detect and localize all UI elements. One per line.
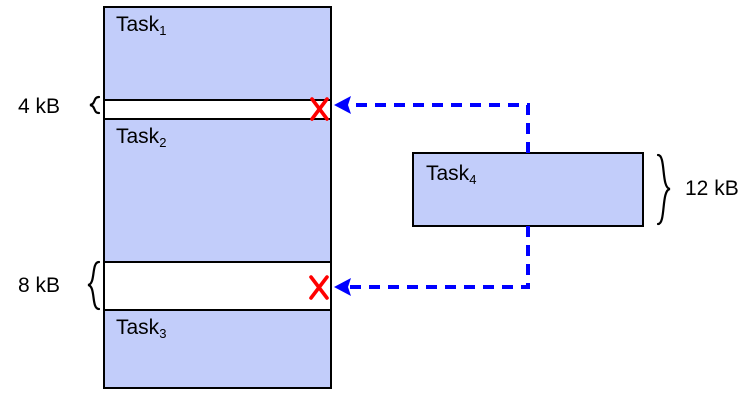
task3-label: Task3 (116, 316, 167, 341)
memory-hole-4kb (103, 99, 332, 120)
memory-block-task1 (103, 6, 332, 101)
size-label-4kb: 4 kB (18, 95, 61, 118)
task1-label: Task1 (116, 13, 167, 38)
size-label-8kb: 8 kB (18, 274, 61, 297)
task2-label: Task2 (116, 125, 167, 150)
reject-mark-hole2-icon (309, 275, 329, 300)
task4-label: Task4 (426, 162, 477, 187)
reject-mark-hole1-icon (310, 97, 329, 121)
size-label-12kb: 12 kB (685, 177, 739, 200)
task4-to-hole1-arrowhead (334, 96, 351, 114)
memory-block-task2 (103, 118, 332, 263)
task4-to-hole1-arrow (348, 103, 530, 153)
memory-block-task3 (103, 309, 332, 389)
task4-to-hole2-arrowhead (334, 278, 351, 296)
memory-hole-8kb (103, 261, 332, 311)
task4-to-hole2-arrow (348, 226, 530, 289)
brace-12kb (656, 153, 671, 226)
brace-8kb (87, 260, 101, 311)
brace-4kb (89, 95, 101, 115)
incoming-task4-block (412, 152, 644, 227)
